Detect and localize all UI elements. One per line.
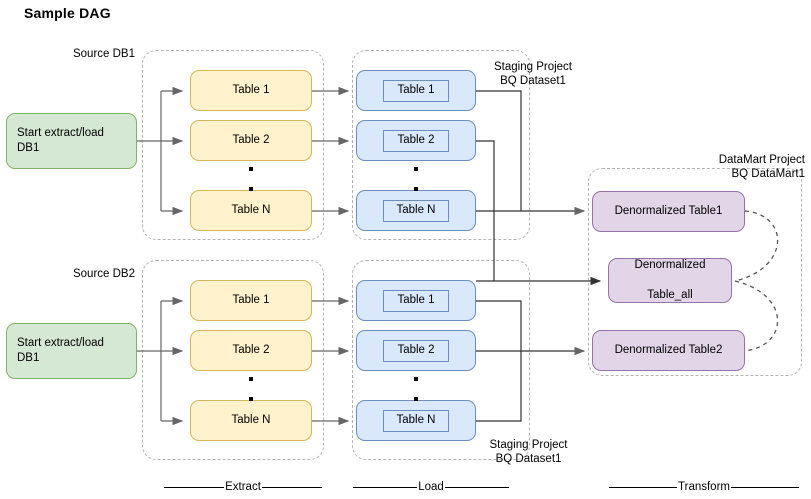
group-source-db1: [142, 50, 324, 240]
page-title: Sample DAG: [24, 5, 111, 21]
phase-load-label: Load: [418, 481, 444, 493]
ellipsis-load-top: [414, 167, 418, 207]
load-table-2-top[interactable]: Table 2: [356, 120, 476, 161]
load-table-2-bottom[interactable]: Table 2: [356, 330, 476, 371]
ellipsis-load-bottom: [414, 377, 418, 417]
group-source-db2: [142, 260, 324, 460]
phase-extract: Extract: [164, 481, 323, 493]
load-table-n-top[interactable]: Table N: [356, 190, 476, 231]
phase-load-rule-right: [444, 486, 509, 488]
load-table-1-top-inner: Table 1: [383, 79, 449, 102]
load-table-n-bottom[interactable]: Table N: [356, 400, 476, 441]
ellipsis-extract-bottom: [249, 377, 253, 417]
extract-table-1-bottom[interactable]: Table 1: [190, 280, 312, 321]
extract-table-n-bottom[interactable]: Table N: [190, 400, 312, 441]
denormalized-table-all[interactable]: Denormalized Table_all: [608, 258, 732, 303]
start-node-db1-top[interactable]: Start extract/load DB1: [6, 113, 137, 169]
load-table-1-bottom[interactable]: Table 1: [356, 280, 476, 321]
ellipsis-extract-top: [249, 167, 253, 207]
phase-extract-rule-left: [164, 486, 225, 488]
load-table-2-top-inner: Table 2: [383, 129, 449, 152]
phase-transform-rule-right: [731, 486, 800, 488]
phase-extract-label: Extract: [225, 481, 261, 493]
load-table-1-top[interactable]: Table 1: [356, 70, 476, 111]
phase-extract-rule-right: [261, 486, 323, 488]
staging-bottom-label: Staging Project BQ Dataset1: [489, 439, 568, 465]
source-db2-label: Source DB2: [72, 268, 135, 280]
datamart-label: DataMart Project BQ DataMart1: [718, 154, 805, 180]
phase-transform-label: Transform: [678, 481, 730, 493]
load-table-n-bottom-inner: Table N: [383, 409, 449, 432]
load-table-2-bottom-inner: Table 2: [383, 339, 449, 362]
extract-table-1-top[interactable]: Table 1: [190, 70, 312, 111]
staging-top-label: Staging Project BQ Dataset1: [494, 61, 572, 87]
denormalized-table2[interactable]: Denormalized Table2: [592, 330, 745, 371]
load-table-n-top-inner: Table N: [383, 199, 449, 222]
extract-table-2-bottom[interactable]: Table 2: [190, 330, 312, 371]
extract-table-2-top[interactable]: Table 2: [190, 120, 312, 161]
phase-load-rule-left: [353, 486, 418, 488]
start-node-db1-bottom[interactable]: Start extract/load DB1: [6, 323, 137, 379]
phase-load: Load: [353, 481, 509, 493]
phase-transform-rule-left: [609, 486, 678, 488]
denormalized-table1[interactable]: Denormalized Table1: [592, 191, 745, 232]
phase-transform: Transform: [609, 481, 800, 493]
load-table-1-bottom-inner: Table 1: [383, 289, 449, 312]
source-db1-label: Source DB1: [72, 48, 135, 60]
group-staging-bottom: [352, 260, 530, 460]
